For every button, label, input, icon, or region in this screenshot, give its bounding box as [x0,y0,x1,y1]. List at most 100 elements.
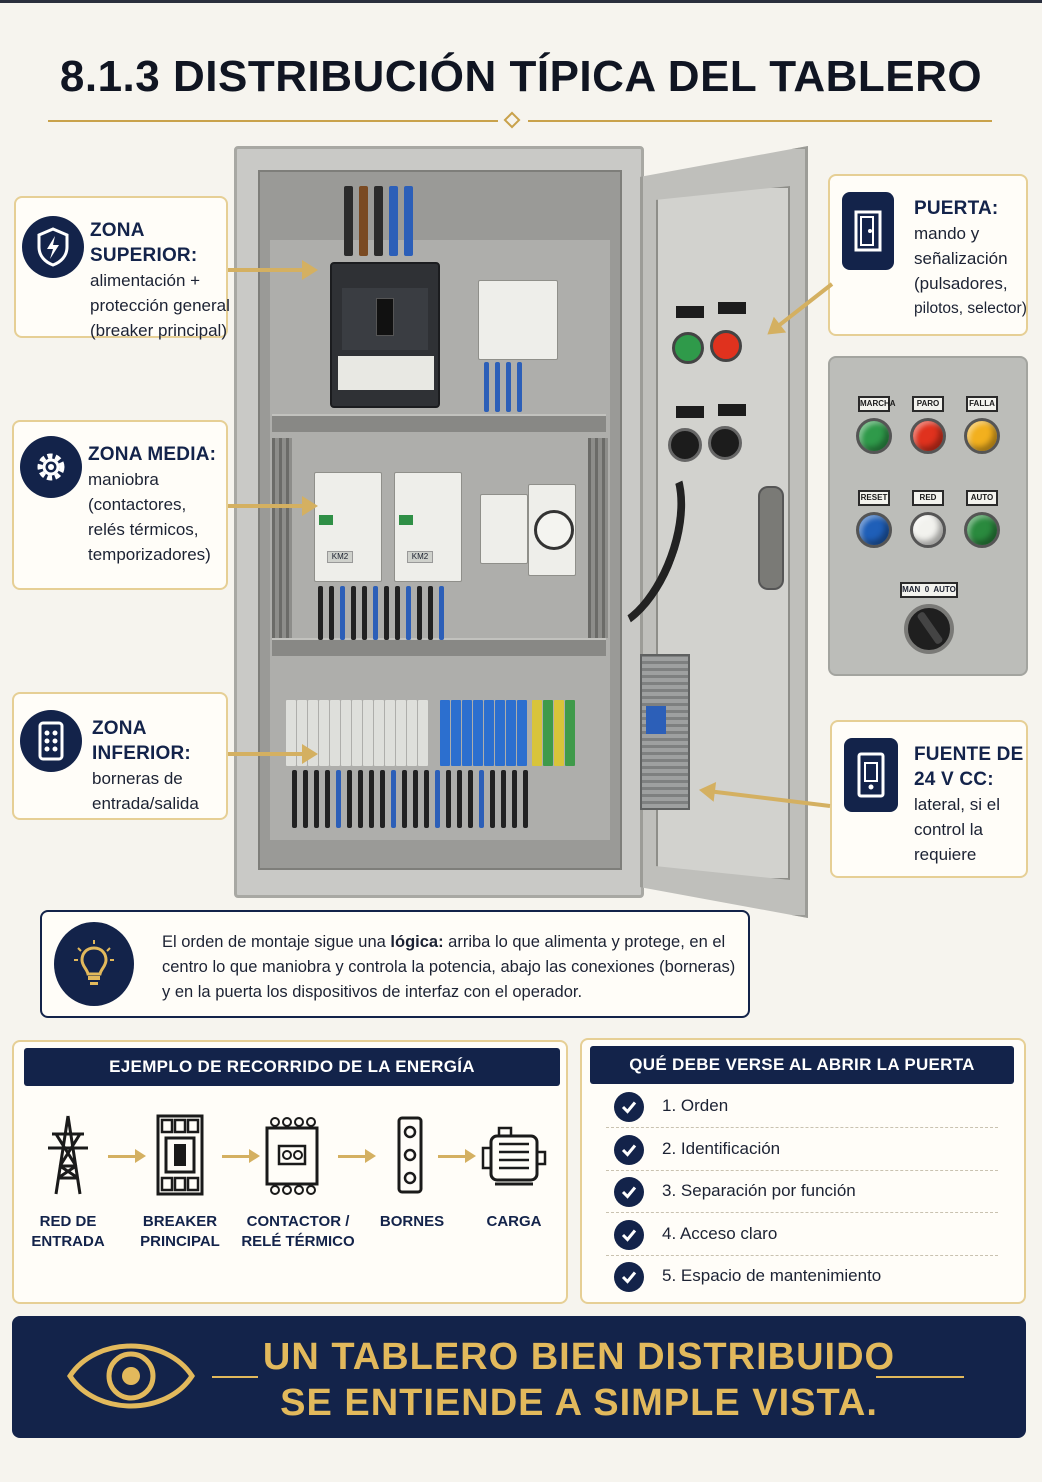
door-start-button [672,332,704,364]
din-rail-mid [272,638,606,656]
checklist-item: 5. Espacio de mantenimiento [606,1256,998,1298]
main-breaker [330,262,440,408]
checklist-heading: QUÉ DEBE VERSE AL ABRIR LA PUERTA [590,1046,1014,1084]
callout-zona-inferior: ZONA INFERIOR: borneras de entrada/salid… [12,692,228,820]
thermal-relay [480,494,528,564]
panel-pilot-light-3 [856,512,892,548]
flow-label-red-2: ENTRADA [31,1233,105,1250]
flow-step-contactor [232,1114,352,1196]
puerta-line-4: pilotos, selector) [914,300,1027,317]
energy-flow-heading: EJEMPLO DE RECORRIDO DE LA ENERGÍA [24,1048,560,1086]
motor-icon [481,1126,547,1186]
flow-label-bornes: BORNES [342,1212,482,1232]
flow-step-terminals [350,1114,470,1196]
check-icon [614,1262,644,1292]
flow-label-breaker-1: BREAKER [142,1213,218,1230]
door-tag-1 [676,306,704,318]
arrow-zona-media [228,496,318,516]
banner-line-1: UN TABLERO BIEN DISTRIBUIDO [262,1336,896,1378]
fuente-heading-line-1: FUENTE DE [914,744,1024,765]
info-text-after: arriba lo que alimenta y protege, en el … [162,933,736,1001]
zona-superior-line-1: alimentación + [90,271,201,290]
info-text: El orden de montaje sigue una lógica: ar… [162,930,742,1005]
breaker-out-wires [484,362,522,412]
panel-label-1: PARO [912,396,944,412]
checklist-item: 1. Orden [606,1086,998,1128]
zona-media-line-2: (contactores, [88,495,187,514]
flow-arrow-3 [338,1149,376,1163]
banner-dash-right [876,1376,964,1378]
flow-arrow-2 [222,1149,260,1163]
zona-superior-line-2: protección general [90,296,230,315]
flow-label-carga-1: CARGA [486,1213,542,1230]
zona-superior-line-3: (breaker principal) [90,321,227,340]
zona-inferior-heading: ZONA INFERIOR: [92,718,191,764]
checklist-text: 1. Orden [662,1096,729,1115]
puerta-line-3: (pulsadores, [914,274,1008,293]
flow-label-red-1: RED DE [39,1213,97,1230]
door-stop-button [710,330,742,362]
contactor-1-label: KM2 [327,551,353,563]
bottom-banner: UN TABLERO BIEN DISTRIBUIDO SE ENTIENDE … [12,1316,1026,1438]
zona-media-heading: ZONA MEDIA: [88,444,217,465]
incoming-wires [344,186,413,256]
checklist-item: 4. Acceso claro [606,1214,998,1256]
flow-label-breaker: BREAKER PRINCIPAL [110,1212,250,1252]
panel-pilot-light-4 [910,512,946,548]
zona-inferior-line-1: borneras de [92,769,183,788]
terminal-blocks-blue [440,700,528,766]
selector-label: MAN 0 AUTO [900,582,958,598]
banner-line-2: SE ENTIENDE A SIMPLE VISTA. [280,1382,878,1424]
zona-media-line-4: temporizadores) [88,545,211,564]
terminal-blocks-ground [532,700,576,766]
panel-pilot-light-5 [964,512,1000,548]
flow-label-contactor: CONTACTOR /RELÉ TÉRMICO [228,1212,368,1252]
fuente-line-2: control la [914,820,983,839]
fuente-line-3: requiere [914,845,977,864]
title-rule-left [48,120,498,122]
door-selector-1 [668,428,702,462]
callout-zona-media: ZONA MEDIA: maniobra (contactores, relés… [12,420,228,590]
checklist-text: 4. Acceso claro [662,1223,778,1243]
flow-label-red: RED DE ENTRADA [0,1212,138,1252]
check-icon [614,1219,644,1250]
contactor-1: KM2 [314,472,382,582]
contactor-2: KM2 [394,472,462,582]
flow-label-breaker-2: PRINCIPAL [140,1233,220,1250]
panel-label-0: MARCHA [858,396,896,412]
contactor-2-label: KM2 [407,551,433,563]
zona-media-line-1: maniobra [88,470,159,489]
info-text-before: El orden de montaje sigue una [162,933,391,951]
eye-icon [67,1343,195,1409]
callout-zona-superior: ZONA SUPERIOR: alimentación + protección… [14,196,230,340]
tower-icon [48,1115,88,1195]
contactor-icon [265,1117,319,1195]
door-handle [758,486,784,590]
arrow-zona-inferior [228,744,318,764]
door-tag-3 [676,406,704,418]
door-tag-4 [718,404,746,416]
flow-arrow-1 [108,1149,146,1163]
check-icon [614,1177,644,1207]
flow-label-bornes-1: BORNES [379,1213,445,1230]
shield-bolt-icon [22,216,84,278]
panel-label-2: FALLA [966,396,998,412]
zona-inferior-line-2: entrada/salida [92,794,199,813]
power-supply-icon [844,738,898,812]
lightbulb-icon [54,922,134,1006]
flow-step-load [454,1114,574,1196]
breaker-icon [156,1114,204,1196]
banner-dash-left [212,1376,258,1378]
terminal-icon [397,1116,423,1194]
title-rule-right [528,120,992,122]
checklist-text: 3. Separación por función [662,1181,856,1200]
flow-arrow-4 [438,1149,476,1163]
checklist-text: 5. Espacio de mantenimiento [662,1266,882,1285]
flow-label-contactor-1: CONTACTOR / [246,1213,350,1230]
wire-duct-right [588,438,608,638]
terminal-out-wires [292,770,528,828]
page-title: 8.1.3 DISTRIBUCIÓN TÍPICA DEL TABLERO [59,52,983,101]
door-tag-2 [718,302,746,314]
din-rail-top [272,414,606,432]
puerta-line-1: mando y [914,224,980,243]
